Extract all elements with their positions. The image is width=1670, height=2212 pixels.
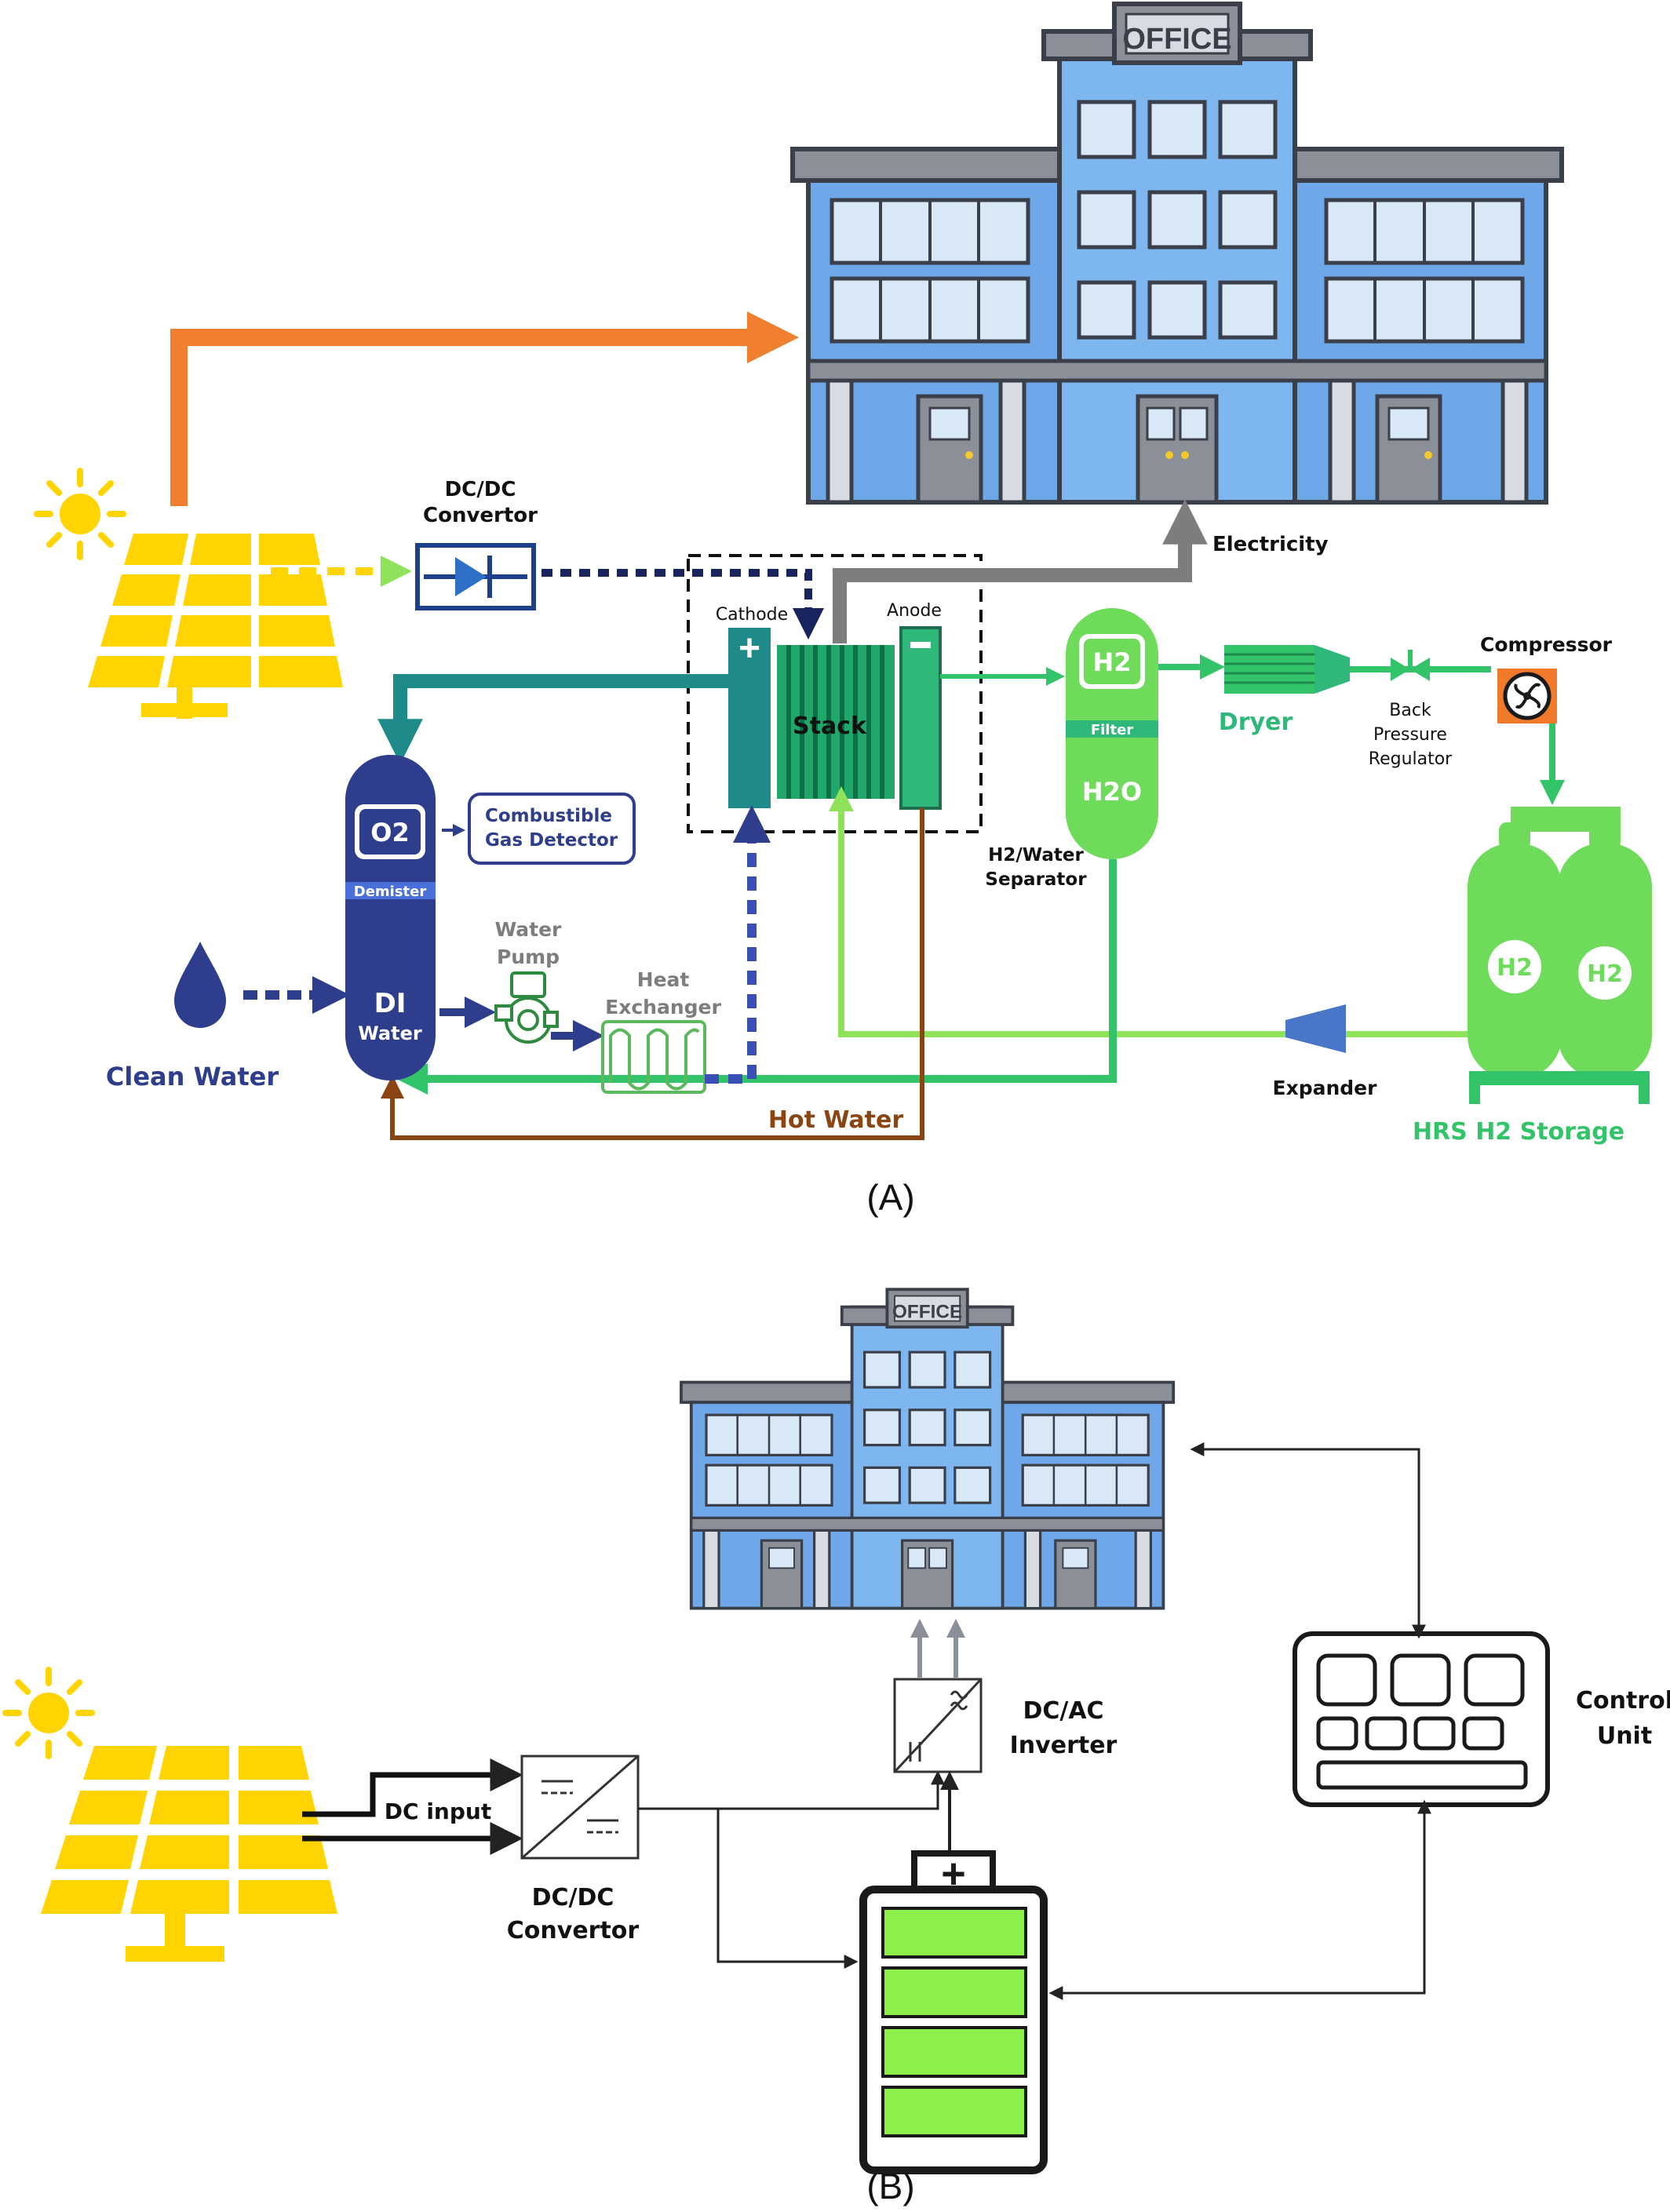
compressor-label: Compressor bbox=[1480, 633, 1613, 656]
control-to-battery-line bbox=[1048, 1799, 1431, 2000]
water-pump-icon bbox=[494, 971, 559, 1044]
sun-icon bbox=[34, 468, 126, 560]
di-water-label: Water bbox=[358, 1022, 422, 1044]
dcac-label-2: Inverter bbox=[1010, 1732, 1118, 1759]
separator-filter: Filter bbox=[1091, 722, 1133, 738]
panel-b: OFFICE bbox=[2, 1288, 1670, 2207]
di-label: DI bbox=[374, 988, 407, 1019]
gas-detector-box bbox=[468, 793, 636, 865]
solar-to-office-arrow bbox=[170, 312, 799, 506]
dc-input-line-top bbox=[302, 1758, 523, 1817]
di-water-tank bbox=[345, 755, 436, 1080]
stack bbox=[777, 645, 895, 799]
anode-minus bbox=[910, 642, 931, 648]
dcdc-convertor-b bbox=[520, 1755, 640, 1860]
heat-exchanger-icon bbox=[601, 1020, 706, 1094]
bpr-label-2: Pressure bbox=[1373, 725, 1447, 745]
gas-detector-1: Combustible bbox=[485, 806, 612, 826]
cathode-plus: + bbox=[738, 628, 760, 669]
back-pressure-valve-icon bbox=[1391, 650, 1430, 681]
separator-label-1: H2/Water bbox=[988, 845, 1084, 865]
dcdc-to-battery-line bbox=[716, 1809, 859, 1969]
water-pump-label-2: Pump bbox=[497, 946, 560, 968]
dcac-inverter bbox=[893, 1678, 983, 1773]
heat-exchanger-label-1: Heat bbox=[637, 968, 690, 991]
separator-h2: H2 bbox=[1092, 647, 1131, 677]
dcdc-convertor-a bbox=[415, 543, 536, 610]
dryer-label: Dryer bbox=[1219, 709, 1293, 736]
anode bbox=[899, 626, 942, 810]
stack-label: Stack bbox=[793, 712, 867, 740]
control-unit-label-2: Unit bbox=[1597, 1722, 1652, 1750]
dcdc-label-a-line1: DC/DC bbox=[445, 478, 516, 501]
office-sign-b: OFFICE bbox=[892, 1302, 962, 1323]
dcdc-to-stack-dotted bbox=[541, 569, 824, 640]
separator-label-2: Separator bbox=[985, 869, 1087, 890]
hx-to-stack-dotted bbox=[705, 805, 771, 1084]
o2-label: O2 bbox=[370, 818, 409, 847]
dcdc-label-b-1: DC/DC bbox=[532, 1884, 614, 1911]
storage-label: HRS H2 Storage bbox=[1413, 1118, 1624, 1146]
tank-label-1: H2 bbox=[1497, 954, 1533, 982]
separator-h2o: H2O bbox=[1082, 777, 1142, 807]
water-drop-icon bbox=[174, 942, 226, 1028]
control-unit-label-1: Control bbox=[1576, 1687, 1670, 1715]
clean-water-label: Clean Water bbox=[106, 1062, 279, 1091]
dcdc-to-inverter-line bbox=[638, 1770, 945, 1810]
office-sign-a: OFFICE bbox=[1122, 23, 1231, 56]
caption-b: (B) bbox=[866, 2166, 914, 2207]
bpr-label-1: Back bbox=[1389, 701, 1431, 720]
cathode bbox=[728, 628, 771, 808]
control-unit-icon bbox=[1293, 1631, 1550, 1807]
expander-icon bbox=[1285, 1004, 1346, 1053]
electricity-label: Electricity bbox=[1212, 533, 1329, 556]
anode-label: Anode bbox=[887, 601, 942, 621]
cathode-to-o2-arrow bbox=[377, 674, 728, 764]
tank-label-2: H2 bbox=[1587, 960, 1623, 988]
caption-a: (A) bbox=[866, 1177, 914, 1218]
h2-water-separator bbox=[1066, 608, 1158, 859]
dcdc-label-b-2: Convertor bbox=[507, 1917, 640, 1944]
demister-label: Demister bbox=[354, 884, 427, 900]
bpr-label-3: Regulator bbox=[1369, 749, 1453, 769]
dc-input-label: DC input bbox=[385, 1798, 491, 1824]
hot-water-line bbox=[381, 808, 924, 1140]
electricity-arrow bbox=[833, 499, 1208, 643]
expander-label: Expander bbox=[1273, 1077, 1378, 1099]
separator-to-di-return bbox=[396, 859, 1117, 1095]
water-pump-label-1: Water bbox=[495, 918, 562, 941]
office-building-b: OFFICE bbox=[680, 1288, 1176, 1610]
solar-panel-icon-b bbox=[41, 1746, 337, 1962]
battery-icon: + bbox=[859, 1850, 1048, 2174]
cathode-label: Cathode bbox=[716, 605, 788, 625]
heat-exchanger-label-2: Exchanger bbox=[605, 996, 721, 1019]
control-to-office-line bbox=[1190, 1442, 1426, 1639]
electrolyzer-box bbox=[687, 554, 983, 833]
compressor-icon bbox=[1497, 669, 1557, 723]
dcdc-label-a-line2: Convertor bbox=[423, 504, 538, 527]
sun-icon-b bbox=[2, 1667, 95, 1759]
hot-water-label: Hot Water bbox=[768, 1106, 903, 1134]
expander-to-stack-arrow bbox=[829, 786, 1285, 1037]
h2-storage-tanks bbox=[1468, 807, 1652, 1104]
dryer bbox=[1224, 645, 1350, 694]
office-building-a: OFFICE bbox=[790, 2, 1564, 505]
panel-a: OFFICE bbox=[34, 2, 1652, 1218]
solar-panel-icon bbox=[88, 534, 343, 719]
dcac-label-1: DC/AC bbox=[1023, 1697, 1103, 1725]
gas-detector-2: Gas Detector bbox=[485, 830, 618, 851]
